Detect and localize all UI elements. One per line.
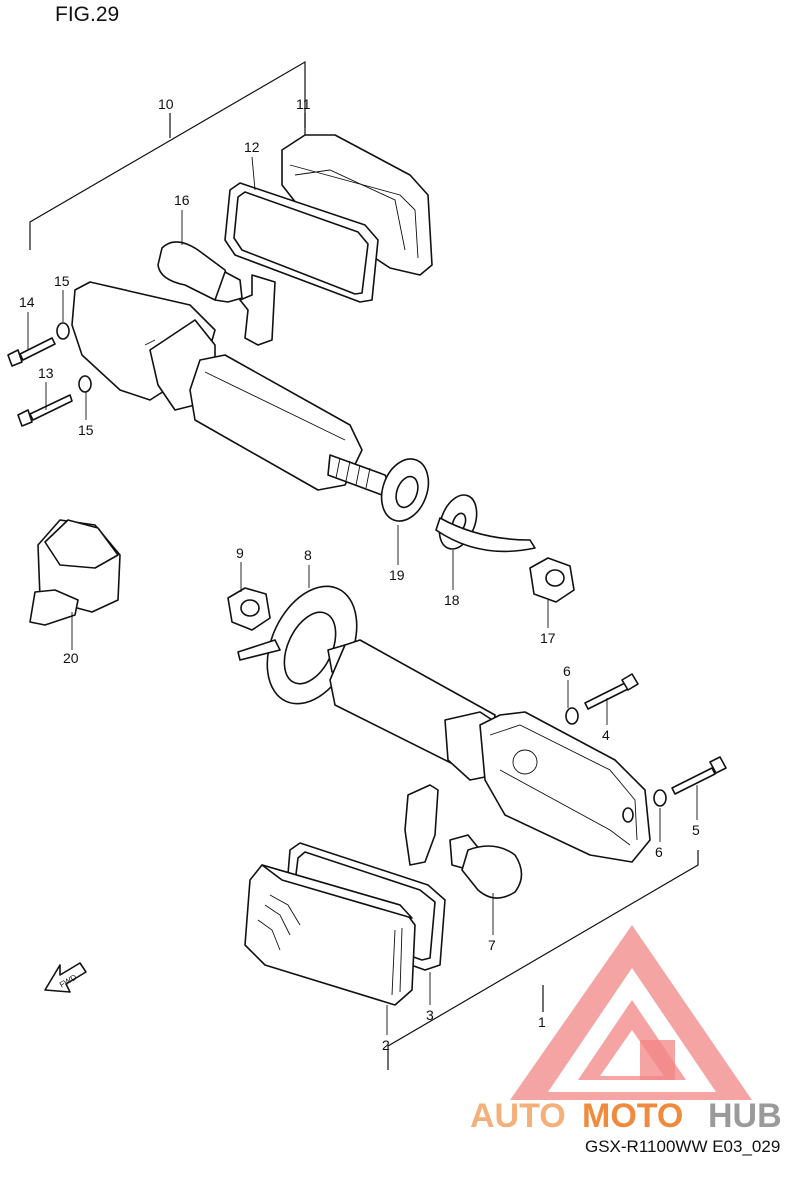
washer-6-lower	[653, 789, 667, 807]
washer-15-upper	[56, 322, 70, 340]
bracket-upper	[29, 60, 306, 250]
screw-5	[671, 756, 727, 795]
upper-socket-clip	[239, 274, 276, 346]
lower-socket-clip	[404, 784, 439, 866]
screw-14	[7, 337, 56, 367]
callout-14: 14	[19, 294, 35, 310]
callout-2: 2	[382, 1037, 390, 1053]
leader-lines	[27, 156, 698, 1035]
lower-housing	[327, 639, 651, 863]
grommet-19	[380, 458, 430, 522]
screw-4	[584, 673, 639, 710]
callout-11: 11	[296, 96, 311, 112]
upper-bulb	[157, 241, 243, 303]
watermark-auto: AUTO	[470, 1097, 566, 1135]
figure-title: FIG.29	[55, 3, 120, 26]
watermark-logo	[510, 925, 752, 1100]
watermark-moto: MOTO	[582, 1097, 683, 1135]
callout-9: 9	[236, 545, 244, 561]
screw-13	[17, 394, 73, 427]
callout-6-upper: 6	[563, 663, 571, 679]
nut-9	[227, 587, 271, 631]
relay-20	[29, 519, 121, 626]
lower-lens	[244, 864, 416, 1006]
callout-10: 10	[158, 96, 174, 112]
callout-4: 4	[602, 727, 610, 743]
callout-6-lower: 6	[655, 844, 663, 860]
callout-16: 16	[174, 192, 190, 208]
callout-17: 17	[540, 630, 556, 646]
model-code: GSX-R1100WW E03_029	[585, 1137, 781, 1156]
callout-12: 12	[244, 139, 260, 155]
callout-13: 13	[38, 365, 54, 381]
callout-3: 3	[426, 1007, 434, 1023]
upper-gasket	[224, 182, 379, 303]
callout-19: 19	[389, 567, 405, 583]
bracket-lower	[387, 850, 699, 1070]
washer-15-lower	[78, 375, 92, 393]
callout-5: 5	[692, 822, 700, 838]
callout-20: 20	[63, 650, 79, 666]
watermark-text: AUTO MOTO HUB	[470, 1097, 782, 1135]
fwd-arrow: FWD	[44, 962, 87, 993]
callout-7: 7	[488, 937, 496, 953]
callout-18: 18	[444, 592, 460, 608]
upper-housing	[71, 281, 393, 496]
callout-8: 8	[304, 547, 312, 563]
callout-1: 1	[538, 1014, 546, 1030]
washer-18	[435, 494, 536, 553]
callout-labels: 10 11 12 16 15 14 13 15 20 9 8 19 18 17 …	[19, 96, 700, 1053]
washer-6-upper	[565, 707, 579, 725]
callout-15-lower: 15	[78, 422, 94, 438]
lower-bulb	[449, 834, 523, 899]
watermark-hub: HUB	[708, 1097, 782, 1135]
callout-15-upper: 15	[54, 273, 70, 289]
nut-17	[529, 557, 575, 603]
